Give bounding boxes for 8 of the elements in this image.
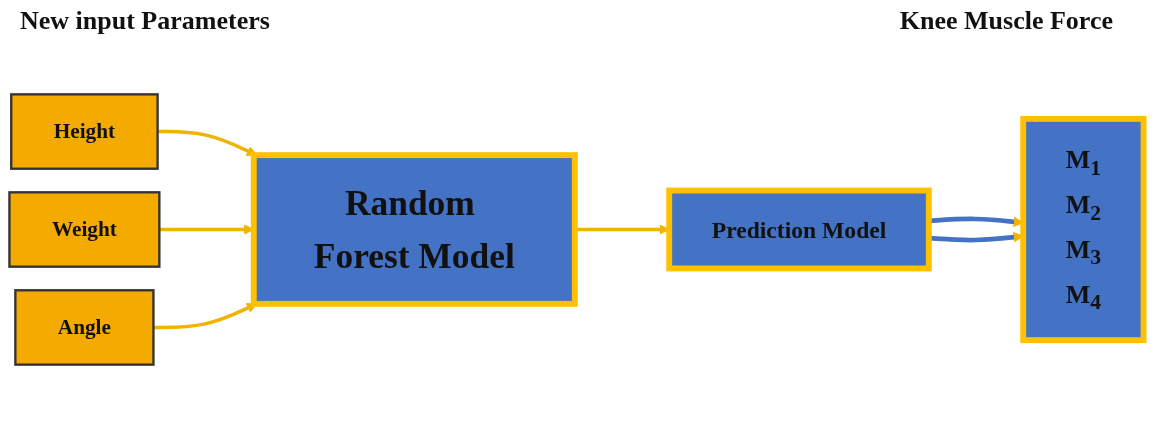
node-box: Height xyxy=(10,93,159,170)
node-box: Weight xyxy=(8,191,161,268)
node-box: Random Forest Model xyxy=(250,152,578,307)
node-box: Angle xyxy=(14,289,155,366)
node-box: M$_{1}$ M$_{2}$ M$_{3}$ M$_{4}$ xyxy=(1020,115,1147,344)
heading-label: New input Parameters xyxy=(20,6,270,36)
node-box: Prediction Model xyxy=(666,187,932,272)
heading-label: Knee Muscle Force xyxy=(899,6,1113,36)
